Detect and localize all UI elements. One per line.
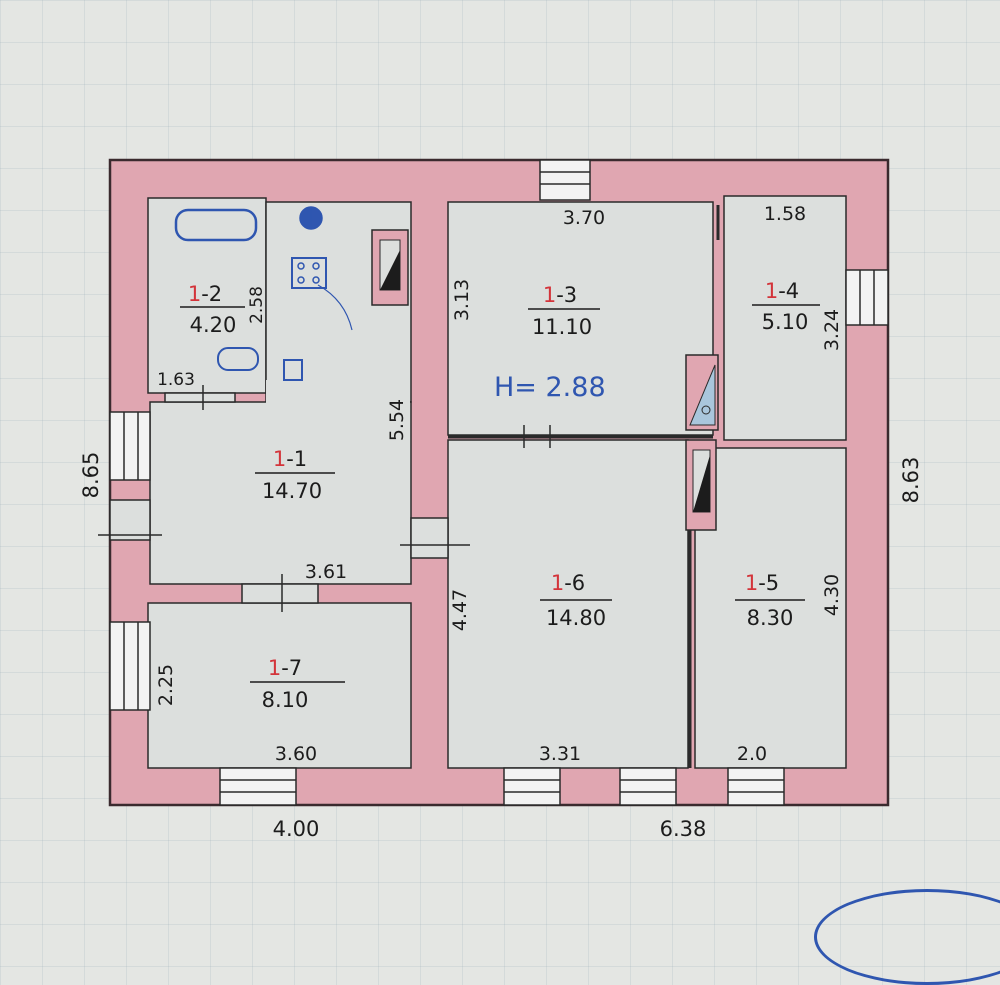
bathtub-icon [174,208,258,242]
room-1-5 [694,447,847,769]
room-area: 4.20 [190,313,237,337]
room-1-1 [149,401,412,585]
dim-room4-width: 1.58 [764,203,806,225]
room-label-1-5: 1-5 8.30 [735,571,805,630]
room-code-prefix: 1 [765,279,778,303]
room-1-1-join [266,380,410,410]
svg-text:1-7: 1-7 [268,656,302,680]
svg-text:1-4: 1-4 [765,279,799,303]
dim-room1-width: 3.61 [305,561,347,583]
room-area: 14.80 [546,606,606,630]
dim-room3-height: 3.13 [451,279,473,321]
room-label-1-7: 1-7 8.10 [250,656,345,712]
dim-room5-height: 4.30 [821,574,843,616]
svg-text:1-2: 1-2 [188,282,222,306]
boiler-icon [299,206,323,230]
room-code-suffix: -5 [758,571,779,595]
room-code-prefix: 1 [745,571,758,595]
dim-overall-left: 8.65 [79,452,103,499]
room-1-2 [147,197,267,394]
burner-4-icon [312,276,320,284]
window-bottom-4 [727,767,785,806]
room-area: 14.70 [262,479,322,503]
window-bottom-2 [503,767,561,806]
room-label-1-6: 1-6 14.80 [540,571,612,630]
burner-1-icon [297,262,305,270]
room-code-suffix: -6 [564,571,585,595]
room-label-1-3: 1-3 11.10 [528,283,600,339]
toilet-icon [217,347,259,371]
door-1-3 [523,425,551,448]
burner-3-icon [297,276,305,284]
room-area: 11.10 [532,315,592,339]
room-1-6 [447,439,689,769]
dim-room1-height: 5.54 [386,399,408,441]
room-area: 8.10 [262,688,309,712]
window-bottom-1 [219,767,297,806]
window-right [845,269,889,326]
dim-room7-height: 2.25 [155,664,177,706]
dim-room3-width: 3.70 [563,207,605,229]
room-label-1-1: 1-1 14.70 [255,447,335,503]
dim-room7-width: 3.60 [275,743,317,765]
room-1-4 [723,195,847,441]
door-1-2 [164,385,236,410]
room-label-1-2: 1-2 4.20 [180,282,245,337]
room-code-prefix: 1 [551,571,564,595]
room-area: 8.30 [747,606,794,630]
room-code-suffix: -4 [778,279,799,303]
window-left-lower [109,621,151,711]
burner-2-icon [312,262,320,270]
dim-overall-right: 8.63 [899,457,923,504]
dim-overall-bottom-left: 4.00 [273,817,320,841]
stove-flue-fill [380,250,400,290]
room-label-1-4: 1-4 5.10 [752,279,820,334]
chimney-flue-fill [693,455,710,512]
room-code-suffix: -2 [201,282,222,306]
room-area: 5.10 [762,310,809,334]
room-code-prefix: 1 [188,282,201,306]
dim-room5-width: 2.0 [737,743,767,765]
gas-line-icon [317,284,353,331]
cooktop-icon [291,257,327,289]
room-code-prefix: 1 [268,656,281,680]
svg-text:1-1: 1-1 [273,447,307,471]
window-top [539,159,591,201]
svg-text:1-5: 1-5 [745,571,779,595]
floor-plan: 1-2 4.20 1-1 14.70 1-3 11.10 1-4 5.10 1-… [79,158,923,841]
dim-room2-width: 1.63 [157,370,195,390]
dim-room6-height: 4.47 [449,589,471,631]
dim-overall-bottom-right: 6.38 [660,817,707,841]
room-code-prefix: 1 [543,283,556,307]
svg-text:1-6: 1-6 [551,571,585,595]
window-left-upper [109,411,151,481]
room-code-suffix: -1 [286,447,307,471]
door-entrance [98,499,162,541]
door-1-1-to-1-6 [400,517,470,559]
sink-icon [283,359,303,381]
door-1-1-to-1-7 [241,574,319,612]
room-code-prefix: 1 [273,447,286,471]
room-code-suffix: -7 [281,656,302,680]
room-1-3 [447,201,714,436]
ceiling-height-label: H= 2.88 [494,372,606,403]
heater-dial [701,405,711,415]
dim-room4-height: 3.24 [821,309,843,351]
room-code-suffix: -3 [556,283,577,307]
dim-room6-width: 3.31 [539,743,581,765]
svg-text:1-3: 1-3 [543,283,577,307]
heater-triangle [689,364,716,426]
dim-room2-height: 2.58 [247,286,267,324]
window-bottom-3 [619,767,677,806]
